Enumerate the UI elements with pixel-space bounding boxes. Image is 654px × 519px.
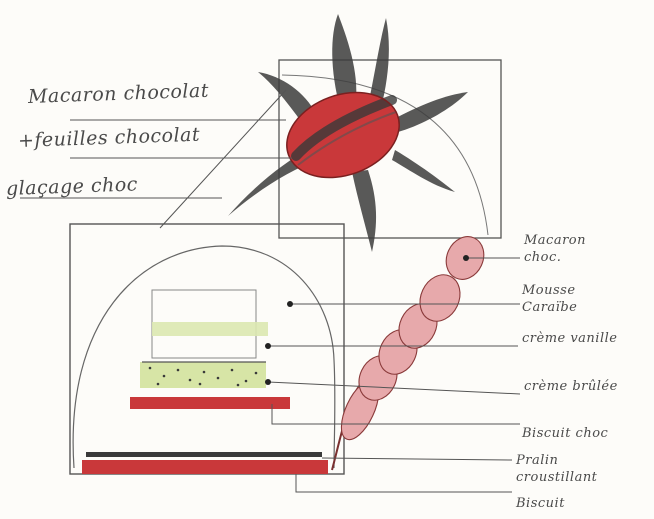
label-creme-brulee: crème brûlée [524,378,624,395]
label-biscuit: Biscuit [516,496,565,511]
praline-layer [86,452,322,457]
base-biscuit-layer [82,460,328,474]
annotation-glacage-choc: glaçage choc [6,173,139,200]
front-view-box [70,224,344,474]
label-macaron-choc: Macaron choc. [524,232,612,266]
macaron-chain [332,230,491,470]
label-pralin-croustillant: Pralin croustillant [516,452,626,486]
vanilla-cream-layer [152,322,268,336]
label-mousse-caraibe: Mousse Caraïbe [522,282,630,316]
label-creme-vanille: crème vanille [522,330,626,347]
dome-outline [73,246,335,468]
chocolate-biscuit-layer [130,397,290,409]
label-biscuit-choc: Biscuit choc [522,426,608,441]
